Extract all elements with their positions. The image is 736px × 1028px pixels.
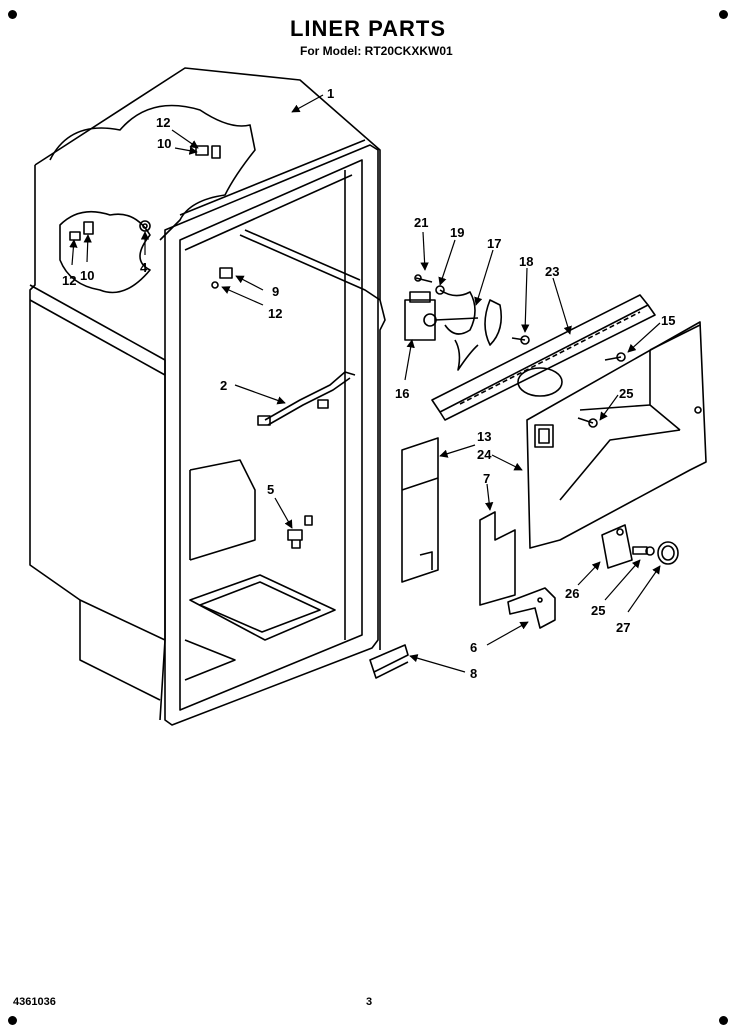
callout-27: 27: [616, 620, 630, 635]
callout-10: 10: [80, 268, 94, 283]
model-subtitle: For Model: RT20CKXKW01: [300, 44, 453, 58]
registration-mark-bottom-left: [8, 1016, 17, 1025]
control-housing-part-26: [601, 524, 633, 569]
callout-7: 7: [483, 471, 490, 486]
callout-labels: 1 12 10 12 10 4 9 12 2 5 21 19 17 18 23 …: [62, 86, 675, 681]
callout-26: 26: [565, 586, 579, 601]
callout-4: 4: [140, 260, 148, 275]
trim-strip-part-8: [369, 644, 409, 679]
page-title: LINER PARTS: [289, 16, 447, 41]
registration-mark-bottom-right: [719, 1016, 728, 1025]
air-duct-part-13: [401, 437, 439, 583]
callout-1: 1: [327, 86, 334, 101]
callout-19: 19: [450, 225, 464, 240]
insulation-panel-part-7: [479, 511, 516, 606]
wire-harness-part-2: [257, 371, 356, 426]
callout-2: 2: [220, 378, 227, 393]
fastener-part-5: [287, 515, 313, 549]
callout-24: 24: [477, 447, 492, 462]
registration-mark-top-right: [719, 10, 728, 19]
screw-part-25-lower: [632, 546, 655, 556]
callout-25: 25: [619, 386, 633, 401]
fan-motor-assembly: [404, 274, 530, 371]
cabinet-clip-upper: [195, 145, 221, 159]
callout-17: 17: [487, 236, 501, 251]
bracket-part-6: [507, 587, 556, 629]
callout-9: 9: [272, 284, 279, 299]
grommet-part-4: [139, 220, 151, 232]
callout-10: 10: [157, 136, 171, 151]
callout-8: 8: [470, 666, 477, 681]
fan-shroud-part-23: [431, 294, 656, 421]
leader-lines: [69, 94, 661, 673]
callout-5: 5: [267, 482, 274, 497]
knob-part-27: [657, 541, 679, 565]
callout-25: 25: [591, 603, 605, 618]
cabinet-clip-lower: [69, 221, 94, 241]
clip-part-9: [211, 267, 233, 289]
registration-mark-top-left: [8, 10, 17, 19]
callout-13: 13: [477, 429, 491, 444]
document-number: 4361036: [13, 996, 56, 1008]
callout-21: 21: [414, 215, 428, 230]
callout-15: 15: [661, 313, 675, 328]
callout-12: 12: [268, 306, 282, 321]
callout-23: 23: [545, 264, 559, 279]
callout-12: 12: [62, 273, 76, 288]
page-number: 3: [366, 996, 373, 1008]
evaporator-cover-part-24: [526, 321, 707, 549]
callout-6: 6: [470, 640, 477, 655]
callout-12: 12: [156, 115, 170, 130]
liner-cabinet: [29, 67, 386, 726]
callout-18: 18: [519, 254, 533, 269]
callout-16: 16: [395, 386, 409, 401]
